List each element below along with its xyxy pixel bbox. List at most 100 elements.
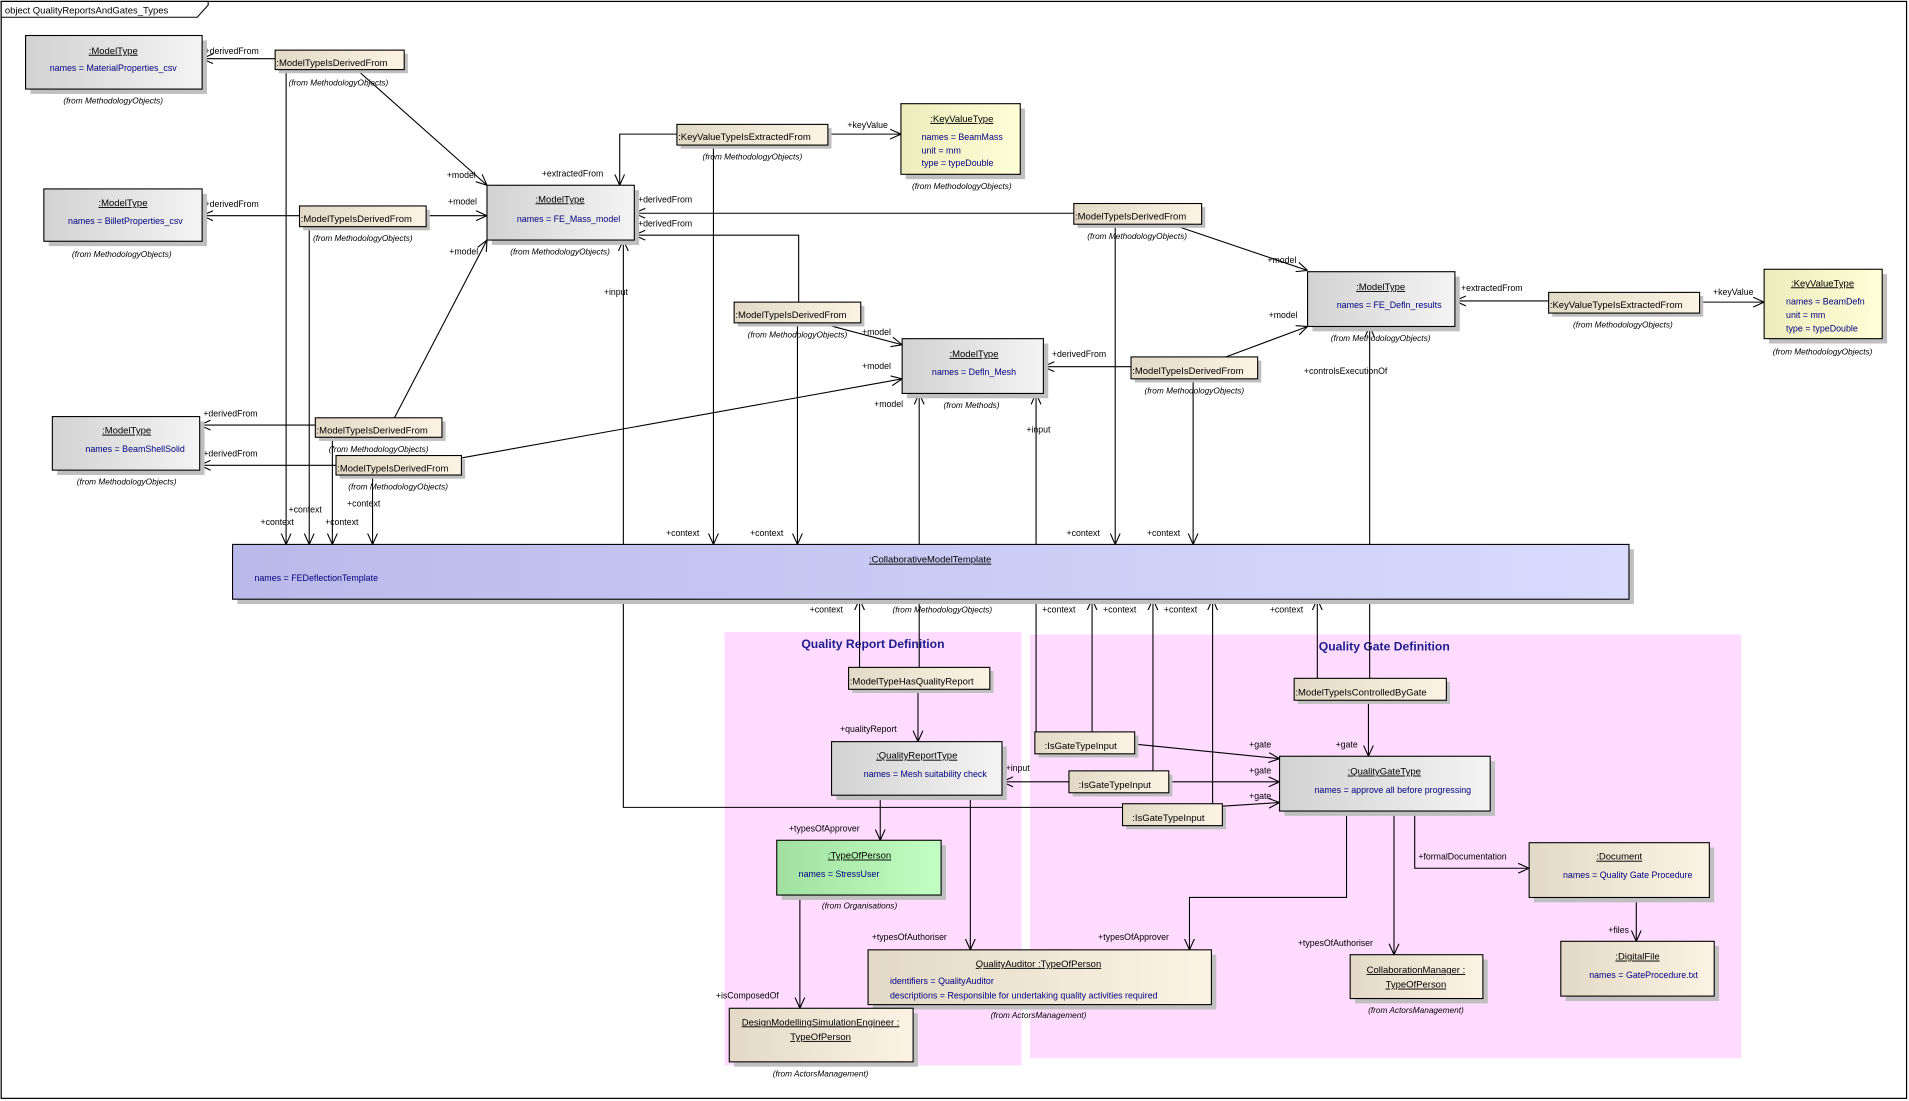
relation-label: :ModelTypeIsDerivedFrom [1132,366,1243,377]
relation-is-gate-type-input-3[interactable]: :IsGateTypeInput [1121,803,1226,830]
relation-label: :ModelTypeIsDerivedFrom [301,214,412,225]
relation-label: :KeyValueTypeIsExtractedFrom [678,132,811,143]
relation-model-type-is-derived-from-2[interactable]: :ModelTypeIsDerivedFrom (from Methodolog… [298,205,430,243]
role-label: +input [1006,763,1031,773]
type-of-person-stress-user[interactable]: :TypeOfPerson names = StressUser (from O… [776,839,946,910]
model-type-beam-shell-solid[interactable]: :ModelType names = BeamShellSolid (from … [51,416,205,487]
type-of-person-design-modelling-simulation-engineer[interactable]: DesignModellingSimulationEngineer : Type… [728,1007,918,1078]
role-label: +derivedFrom [203,409,257,419]
role-label: +derivedFrom [205,199,259,209]
relation-model-type-is-derived-from-5[interactable]: :ModelTypeIsDerivedFrom (from Methodolog… [1073,202,1206,241]
package-label: (from MethodologyObjects) [1773,347,1873,356]
package-label: (from ActorsManagement) [1368,1006,1464,1015]
relation-label: :IsGateTypeInput [1045,741,1118,752]
role-label: +files [1608,925,1629,935]
relation-model-type-is-derived-from-7[interactable]: :ModelTypeIsDerivedFrom (from Methodolog… [1130,356,1262,396]
role-label: +typesOfAuthoriser [872,932,947,942]
role-label: +model [448,197,477,207]
object-attribute: names = BeamShellSolid [85,444,184,454]
package-label: (from MethodologyObjects) [703,153,803,162]
connector [1171,223,1307,270]
object-attribute: names = Mesh suitability check [864,769,988,779]
diagram-title: object QualityReportsAndGates_Types [5,6,169,17]
relation-model-type-has-quality-report[interactable]: :ModelTypeHasQualityReport [848,666,994,693]
role-label: +input [604,287,629,297]
role-label: +gate [1336,740,1358,750]
object-header: TypeOfPerson [790,1032,851,1043]
role-label: +context [1164,605,1198,615]
model-type-fe-mass-model[interactable]: :ModelType names = FE_Mass_model (from M… [486,184,640,257]
model-type-billet-properties[interactable]: :ModelType names = BilletProperties_csv … [43,188,207,259]
role-label: +input [1026,424,1051,434]
relation-label: :ModelTypeIsDerivedFrom [735,310,846,321]
connector [1414,811,1530,868]
relation-model-type-is-derived-from-4[interactable]: :ModelTypeIsDerivedFrom (from Methodolog… [335,454,466,492]
package-label: (from MethodologyObjects) [313,234,413,243]
key-value-type-beam-defn[interactable]: :KeyValueType names = BeamDefn unit = mm… [1763,268,1888,356]
package-label: (from MethodologyObjects) [1331,334,1431,343]
object-header: :DigitalFile [1615,952,1659,963]
connector [1225,326,1308,358]
relation-key-value-type-is-extracted-from-1[interactable]: :KeyValueTypeIsExtractedFrom (from Metho… [676,123,832,162]
object-header: :ModelType [949,349,998,360]
model-type-material-properties[interactable]: :ModelType names = MaterialProperties_cs… [25,34,207,106]
object-attribute: type = typeDouble [1786,323,1858,333]
package-label: (from Organisations) [822,901,898,910]
package-label: (from ActorsManagement) [991,1011,1087,1020]
relation-model-type-is-derived-from-3[interactable]: :ModelTypeIsDerivedFrom (from Methodolog… [314,417,446,454]
package-label: (from ActorsManagement) [773,1069,869,1078]
object-attribute: names = StressUser [799,869,880,879]
relation-model-type-is-derived-from-1[interactable]: :ModelTypeIsDerivedFrom (from Methodolog… [274,49,408,87]
object-header: :ModelType [536,194,585,205]
role-label: +formalDocumentation [1418,852,1506,862]
quality-gate-type[interactable]: :QualityGateType names = approve all bef… [1279,755,1496,816]
relation-key-value-type-is-extracted-from-2[interactable]: :KeyValueTypeIsExtractedFrom (from Metho… [1548,291,1704,330]
digital-file-gate-procedure[interactable]: :DigitalFile names = GateProcedure.txt [1560,940,1720,1001]
role-label: +context [1067,528,1101,538]
role-label: +context [750,528,784,538]
object-attribute: names = MaterialProperties_csv [50,63,178,73]
relation-is-gate-type-input-1[interactable]: :IsGateTypeInput [1034,731,1139,758]
object-header: :CollaborativeModelTemplate [869,555,991,566]
role-label: +context [325,517,359,527]
model-type-fe-defln-results[interactable]: :ModelType names = FE_Defln_results (fro… [1307,271,1460,343]
relation-label: :ModelTypeIsControlledByGate [1295,687,1426,698]
relation-label: :KeyValueTypeIsExtractedFrom [1550,300,1683,311]
package-label: (from MethodologyObjects) [329,445,429,454]
relation-is-gate-type-input-2[interactable]: :IsGateTypeInput [1068,770,1173,797]
object-header: :TypeOfPerson [828,851,891,862]
relation-model-type-is-controlled-by-gate[interactable]: :ModelTypeIsControlledByGate [1293,677,1451,704]
role-label: +context [810,605,844,615]
relation-label: :ModelTypeIsDerivedFrom [276,58,387,69]
key-value-type-beam-mass[interactable]: :KeyValueType names = BeamMass unit = mm… [900,103,1026,191]
role-label: +model [1267,255,1296,265]
type-of-person-collaboration-manager[interactable]: CollaborationManager : TypeOfPerson (fro… [1349,954,1488,1015]
package-label: (from Methods) [944,401,1000,410]
type-of-person-quality-auditor[interactable]: QualityAuditor :TypeOfPerson identifiers… [867,949,1217,1020]
relation-label: :ModelTypeHasQualityReport [850,676,974,687]
object-attribute: descriptions = Responsible for undertaki… [890,991,1158,1001]
object-header: :ModelType [1356,282,1405,293]
relation-label: :ModelTypeIsDerivedFrom [317,426,428,437]
object-header: CollaborationManager : [1367,965,1466,976]
role-label: +typesOfApprover [1098,932,1169,942]
relation-model-type-is-derived-from-6[interactable]: :ModelTypeIsDerivedFrom (from Methodolog… [733,301,865,339]
role-label: +model [874,399,903,409]
document-quality-gate-procedure[interactable]: :Document names = Quality Gate Procedure [1528,842,1715,903]
collaborative-model-template[interactable]: :CollaborativeModelTemplate names = FEDe… [231,543,1634,615]
model-type-defln-mesh[interactable]: :ModelType names = Defln_Mesh (from Meth… [901,338,1049,410]
object-attribute: names = FE_Mass_model [517,214,620,224]
role-label: +model [862,327,891,337]
role-label: +context [261,517,295,527]
role-label: +derivedFrom [203,449,257,459]
connector [393,240,487,419]
connector [356,69,487,186]
connector [1222,803,1279,807]
package-label: (from MethodologyObjects) [289,78,389,87]
role-label: +gate [1249,740,1271,750]
role-label: +derivedFrom [638,194,692,204]
connector [461,379,902,459]
quality-report-type[interactable]: :QualityReportType names = Mesh suitabil… [830,741,1007,801]
role-label: +gate [1249,765,1271,775]
